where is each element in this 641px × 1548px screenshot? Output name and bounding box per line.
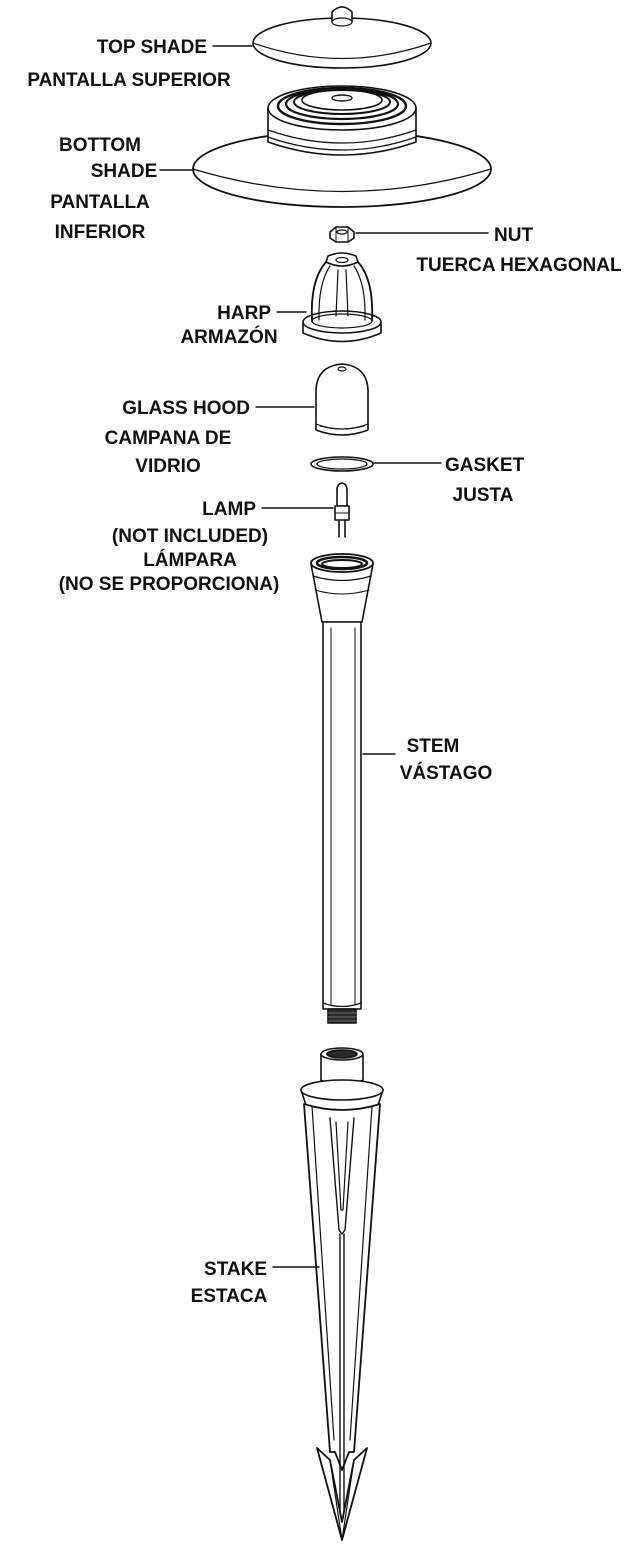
- lamp-label-es-1: LÁMPARA: [143, 549, 237, 571]
- bottom-shade-label-es-2: INFERIOR: [55, 222, 146, 243]
- harp-label-en: HARP: [217, 303, 271, 324]
- glass-hood-label-es-1: CAMPANA DE: [105, 428, 232, 449]
- gasket-label-en: GASKET: [445, 455, 525, 476]
- glass-hood-part: [315, 363, 369, 436]
- stem-label-en: STEM: [407, 736, 460, 757]
- stem-label-es: VÁSTAGO: [400, 762, 493, 784]
- stake-label-es: ESTACA: [191, 1286, 268, 1307]
- harp-part: [302, 252, 382, 343]
- gasket-part: [310, 456, 374, 472]
- top-shade-part: [252, 6, 432, 69]
- stake-label-en: STAKE: [204, 1259, 267, 1280]
- glass-hood-label-es-2: VIDRIO: [135, 456, 200, 477]
- gasket-label-es: JUSTA: [453, 485, 514, 506]
- nut-part: [329, 226, 355, 243]
- lamp-label-en-1: LAMP: [202, 499, 256, 520]
- nut-label-es: TUERCA HEXAGONAL: [416, 255, 622, 276]
- glass-hood-label-en: GLASS HOOD: [122, 398, 250, 419]
- leader-lines: [159, 45, 489, 1268]
- stake-part: [300, 1047, 384, 1541]
- top-shade-label-en: TOP SHADE: [97, 37, 207, 58]
- callout-labels: TOP SHADE PANTALLA SUPERIOR BOTTOM SHADE…: [27, 37, 622, 1307]
- top-shade-label-es: PANTALLA SUPERIOR: [27, 70, 231, 91]
- stem-part: [310, 553, 374, 1024]
- bottom-shade-label-es-1: PANTALLA: [50, 192, 150, 213]
- lamp-part: [334, 482, 350, 538]
- lamp-label-en-2: (NOT INCLUDED): [112, 526, 268, 547]
- nut-label-en: NUT: [494, 225, 533, 246]
- bottom-shade-label-en-2: SHADE: [91, 161, 158, 182]
- harp-label-es: ARMAZÓN: [180, 326, 277, 348]
- bottom-shade-label-en-1: BOTTOM: [59, 135, 141, 156]
- bottom-shade-part: [192, 85, 492, 208]
- lamp-label-es-2: (NO SE PROPORCIONA): [59, 574, 280, 595]
